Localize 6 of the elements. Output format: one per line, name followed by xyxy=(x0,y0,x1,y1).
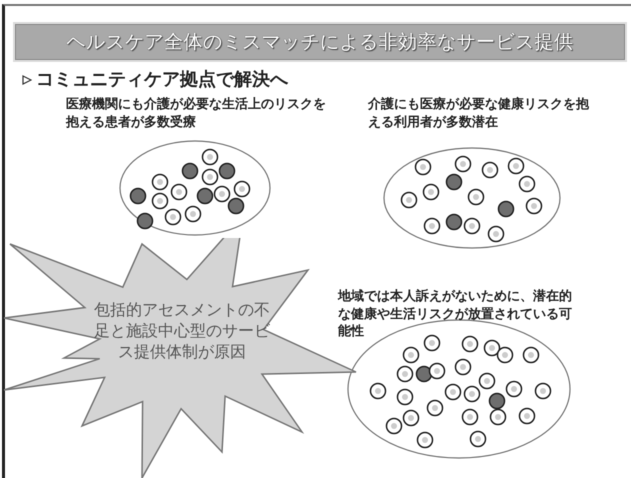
subtitle: コミュニティケア拠点で解決へ xyxy=(36,68,288,91)
group-heading: 医療機関にも介護が必要な生活上のリスクを抱える患者が多数受療 xyxy=(66,96,327,132)
title-bar: ヘルスケア全体のミスマッチによる非効率なサービス提供 xyxy=(15,24,625,60)
group-heading: 介護にも医療が必要な健康リスクを抱える利用者が多数潜在 xyxy=(368,96,590,132)
burst-text: 包括的アセスメントの不足と施設中心型のサービス提供体制が原因 xyxy=(93,300,271,362)
group-heading: 地域では本人訴えがないために、潜在的な健康や生活リスクが放置されている可能性 xyxy=(338,288,573,341)
